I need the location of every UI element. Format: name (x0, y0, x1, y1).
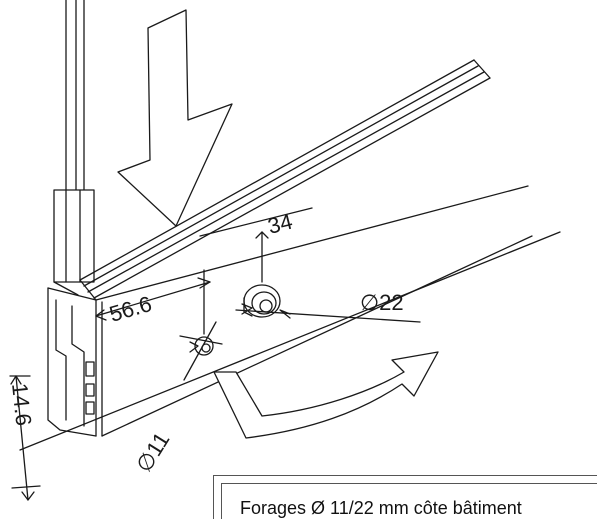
dimension-22 (235, 303, 421, 323)
dimension-34 (199, 207, 313, 283)
caption-box: Forages Ø 11/22 mm côte bâtiment (213, 475, 597, 519)
curved-arrow-icon (213, 351, 439, 439)
dimension-56-6 (95, 269, 211, 335)
dimension-11 (179, 321, 223, 381)
dimension-22-label: ∅22 (360, 290, 404, 315)
vertical-frame-post (53, 0, 95, 296)
dimension-14-6 (9, 375, 41, 501)
dimension-56-6-label: 56.6 (106, 291, 154, 327)
dimension-34-label: 34 (265, 209, 295, 239)
hole-22-fitting (243, 284, 281, 318)
caption-text: Forages Ø 11/22 mm côte bâtiment (240, 498, 522, 518)
threshold-profile (19, 59, 561, 451)
profile-end-section (47, 287, 97, 437)
dimension-14-6-label: 14.6 (7, 382, 36, 427)
caption-frame: Forages Ø 11/22 mm côte bâtiment (221, 483, 597, 519)
downward-arrow-icon (117, 9, 233, 227)
dimension-11-label: ∅11 (131, 428, 174, 477)
